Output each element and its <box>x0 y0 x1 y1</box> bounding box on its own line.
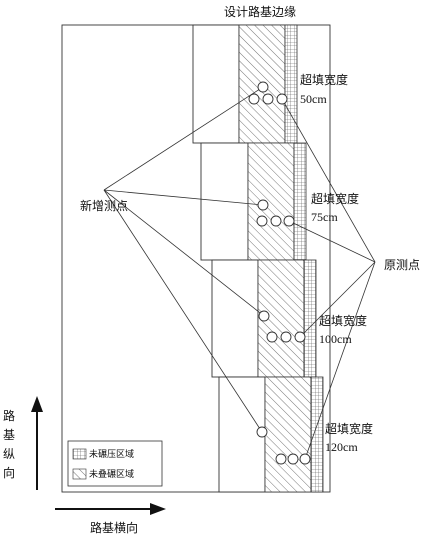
new-point <box>257 199 269 211</box>
new-point <box>258 310 270 322</box>
original-points-leaders <box>281 98 376 460</box>
svg-text:路: 路 <box>3 408 15 423</box>
segment-label: 超填宽度 <box>319 313 367 328</box>
longitudinal-axis <box>31 396 43 490</box>
original-point <box>270 215 282 227</box>
segment-75cm <box>200 142 307 261</box>
segment-label: 超填宽度 <box>325 421 373 436</box>
svg-text:基: 基 <box>3 428 15 442</box>
diagram-title: 设计路基边缘 <box>224 4 296 19</box>
new-points-label: 新增测点 <box>80 198 128 213</box>
segment-100cm <box>211 259 317 378</box>
original-point <box>299 453 311 465</box>
original-point <box>294 331 306 343</box>
segment-width: 75cm <box>311 210 338 224</box>
original-point <box>275 453 287 465</box>
original-point <box>248 93 260 105</box>
segment-width: 120cm <box>325 440 358 454</box>
original-point <box>266 331 278 343</box>
svg-text:纵: 纵 <box>3 447 15 461</box>
original-point <box>256 215 268 227</box>
segment-label: 超填宽度 <box>300 72 348 87</box>
segment-label: 超填宽度 <box>311 191 359 206</box>
legend-overlap-label: 未叠碾区域 <box>89 468 134 479</box>
legend-swatch-grid <box>72 448 87 460</box>
original-point <box>276 93 288 105</box>
original-point <box>280 331 292 343</box>
original-point <box>287 453 299 465</box>
transverse-label: 路基横向 <box>90 520 138 535</box>
legend: 未碾压区域 未叠碾区域 <box>67 440 163 487</box>
original-points-label: 原测点 <box>384 258 420 272</box>
transverse-axis <box>55 503 166 515</box>
svg-text:向: 向 <box>3 465 15 480</box>
segment-120cm <box>218 376 324 493</box>
new-point <box>257 81 269 93</box>
longitudinal-label: 路 基 纵 向 <box>3 408 15 480</box>
measuring-points <box>248 81 311 465</box>
original-point <box>262 93 274 105</box>
segment-50cm <box>192 24 298 144</box>
segment-labels: 超填宽度 50cm 超填宽度 75cm 超填宽度 100cm 超填宽度 120c… <box>300 72 373 454</box>
segment-width: 50cm <box>300 92 327 106</box>
legend-swatch-hatch <box>72 468 87 480</box>
new-point <box>256 426 268 438</box>
legend-uncompacted-label: 未碾压区域 <box>89 448 134 459</box>
segment-width: 100cm <box>319 332 352 346</box>
new-points-leaders <box>103 86 265 433</box>
original-point <box>283 215 295 227</box>
